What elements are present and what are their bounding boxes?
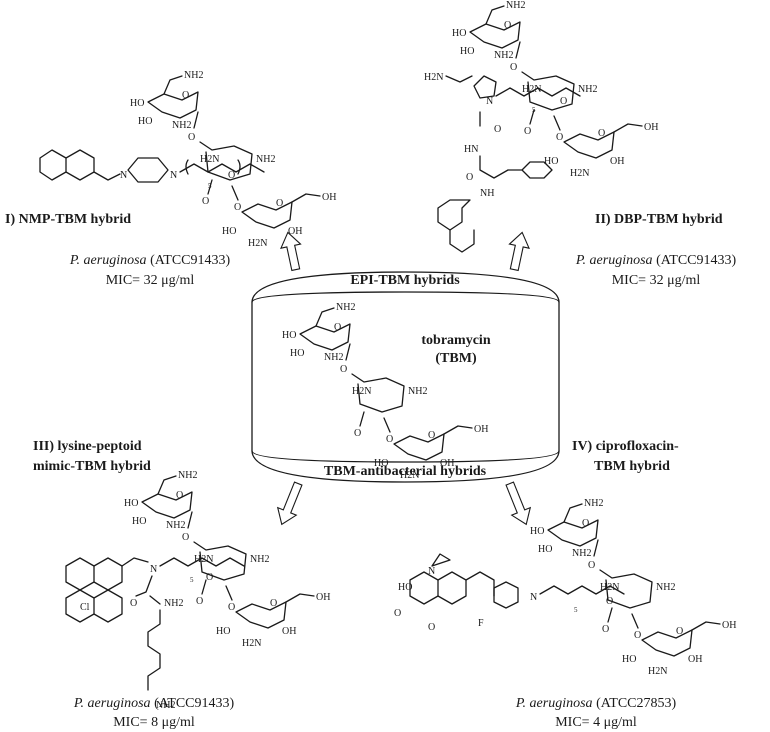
svg-text:N: N [486, 96, 493, 107]
tbm-abbr: (TBM) [435, 351, 477, 366]
svg-text:P. aeruginosa (ATCC91433): P. aeruginosa (ATCC91433) [575, 253, 737, 268]
svg-text:O: O [606, 596, 613, 607]
hybrid-IV-structure: N HO O O F N 5 O [394, 497, 738, 678]
svg-text:P. aeruginosa (ATCC91433): P. aeruginosa (ATCC91433) [69, 253, 231, 268]
hybrid-II-structure: H2N N 5 O O HN O NH [424, 0, 660, 253]
svg-text:O: O [494, 124, 501, 135]
hybrid-IV-mic: MIC= 4 μg/ml [555, 715, 637, 730]
hybrid-III-organism: P. aeruginosa [73, 696, 151, 711]
svg-text:P. aeruginosa (ATCC27853): P. aeruginosa (ATCC27853) [515, 696, 677, 711]
svg-text:N: N [530, 592, 537, 603]
hybrid-III-title-line2: mimic-TBM hybrid [33, 459, 151, 474]
svg-text:H2N: H2N [424, 72, 443, 83]
hybrid-IV-strain: (ATCC27853) [596, 696, 676, 711]
hybrid-IV-organism: P. aeruginosa [515, 696, 593, 711]
svg-text:F: F [478, 618, 484, 629]
hybrid-III-title-line1: III) lysine-peptoid [33, 439, 142, 454]
svg-text:P. aeruginosa (ATCC91433): P. aeruginosa (ATCC91433) [73, 696, 235, 711]
arrow-to-II [508, 231, 530, 272]
svg-text:5: 5 [190, 576, 194, 584]
central-barrel: EPI-TBM hybrids TBM-antibacterial hybrid… [251, 271, 560, 483]
svg-text:HN: HN [464, 144, 478, 155]
hybrid-II-strain: (ATCC91433) [656, 253, 736, 268]
svg-text:N: N [120, 170, 127, 181]
svg-text:O: O [206, 572, 213, 583]
hybrid-I-structure: N N 5 O [39, 69, 338, 250]
svg-text:NH: NH [480, 188, 494, 199]
hybrid-IV-title-line2: TBM hybrid [594, 459, 670, 474]
svg-text:Cl: Cl [80, 602, 90, 613]
band-epi-tbm: EPI-TBM hybrids [350, 273, 460, 288]
hybrid-II-mic: MIC= 32 μg/ml [612, 273, 701, 288]
svg-text:5: 5 [574, 606, 578, 614]
arrow-to-IV [505, 481, 532, 526]
hybrid-II-activity: P. aeruginosa (ATCC91433) MIC= 32 μg/ml [575, 253, 737, 288]
hybrid-IV-activity: P. aeruginosa (ATCC27853) MIC= 4 μg/ml [515, 696, 677, 730]
hybrid-IV-title-line1: IV) ciprofloxacin- [572, 439, 679, 454]
svg-text:O: O [394, 608, 401, 619]
svg-text:NH2: NH2 [164, 598, 183, 609]
hybrid-I-organism: P. aeruginosa [69, 253, 147, 268]
svg-text:N: N [170, 170, 177, 181]
hybrid-I-strain: (ATCC91433) [150, 253, 230, 268]
hybrid-I-activity: P. aeruginosa (ATCC91433) MIC= 32 μg/ml [69, 253, 231, 288]
hybrid-I-mic: MIC= 32 μg/ml [106, 273, 195, 288]
arrow-to-III [276, 481, 303, 526]
hybrid-III-structure: Cl N 5 O O NH2 NH2 [65, 469, 332, 711]
svg-text:N: N [428, 566, 435, 577]
svg-text:N: N [150, 564, 157, 575]
hybrid-III-activity: P. aeruginosa (ATCC91433) MIC= 8 μg/ml [73, 696, 235, 730]
hybrid-II-title: II) DBP-TBM hybrid [595, 212, 723, 227]
svg-text:O: O [466, 172, 473, 183]
svg-text:O: O [428, 622, 435, 633]
svg-text:O: O [130, 598, 137, 609]
svg-text:O: O [228, 170, 235, 181]
arrow-to-I [280, 231, 302, 272]
hybrid-III-strain: (ATCC91433) [154, 696, 234, 711]
tbm-name: tobramycin [421, 333, 490, 348]
hybrid-II-organism: P. aeruginosa [575, 253, 653, 268]
svg-text:NH2: NH2 [156, 700, 175, 711]
svg-text:HO: HO [398, 582, 412, 593]
hybrid-III-mic: MIC= 8 μg/ml [113, 715, 195, 730]
tobramycin-structure [281, 301, 490, 482]
svg-text:O: O [560, 96, 567, 107]
hybrid-I-title: I) NMP-TBM hybrid [5, 212, 131, 227]
